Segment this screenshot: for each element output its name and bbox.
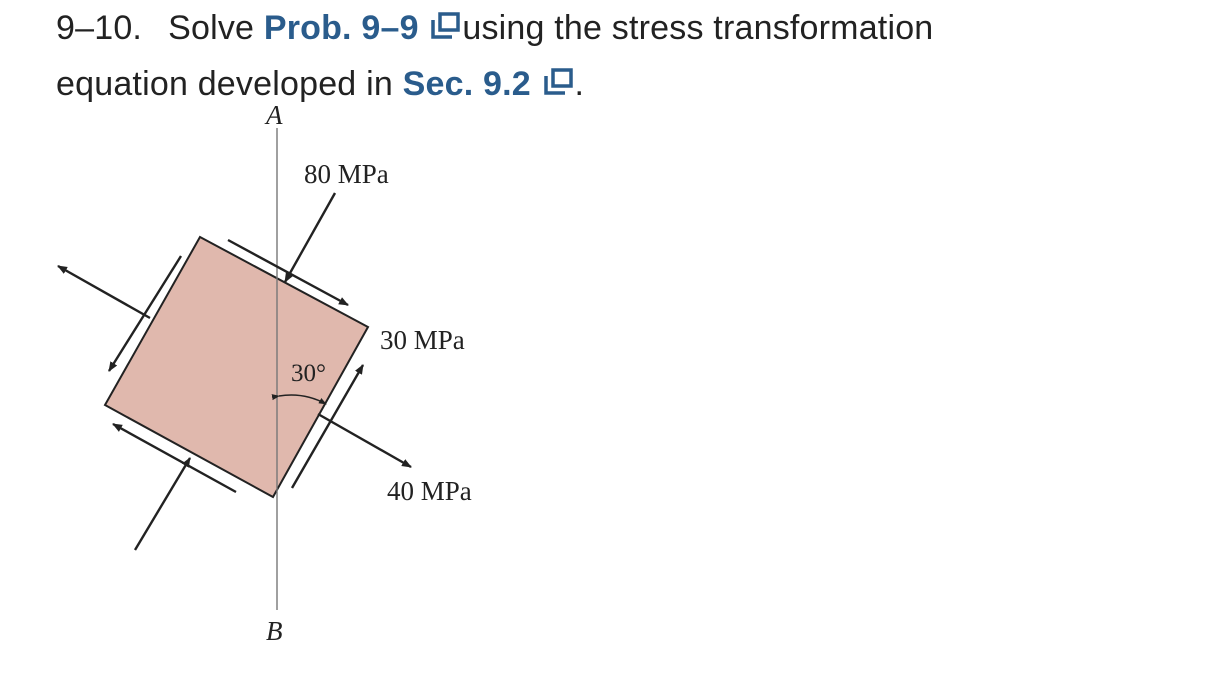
problem-period: . (574, 65, 585, 103)
stress-label-80: 80 MPa (304, 159, 389, 189)
label-a: A (264, 100, 283, 130)
shear-arrow-top (227, 238, 349, 307)
shear-arrow-bottom (112, 422, 237, 494)
problem-line-1: 9–10. Solve Prob. 9–9 using the stress tr… (56, 0, 1176, 56)
stress-element (103, 235, 370, 499)
sec-9-2-link[interactable]: Sec. 9.2 (402, 65, 531, 103)
angle-arc (271, 394, 327, 405)
stress-arrow-80-top (283, 192, 337, 283)
stress-arrow-40-right (317, 412, 412, 469)
stress-arrow-40-left (57, 264, 151, 320)
external-window-icon[interactable] (428, 11, 462, 41)
problem-text-using: using the stress transformation (462, 9, 934, 47)
problem-text-equation: equation developed in (56, 65, 393, 103)
label-b: B (266, 616, 283, 646)
shear-arrow-left (107, 255, 183, 372)
problem-number: 9–10. (56, 9, 143, 47)
problem-line-2: equation developed in Sec. 9.2 . (56, 56, 1176, 112)
stress-arrow-80-bottom (133, 457, 192, 551)
external-window-icon[interactable] (541, 67, 575, 97)
angle-label: 30° (291, 360, 326, 387)
stress-label-30: 30 MPa (380, 325, 465, 355)
problem-text-solve: Solve (168, 9, 255, 47)
prob-9-9-link[interactable]: Prob. 9–9 (263, 9, 419, 47)
shear-arrow-right (290, 364, 365, 489)
problem-statement: 9–10. Solve Prob. 9–9 using the stress tr… (56, 0, 1176, 112)
stress-label-40: 40 MPa (387, 476, 472, 506)
